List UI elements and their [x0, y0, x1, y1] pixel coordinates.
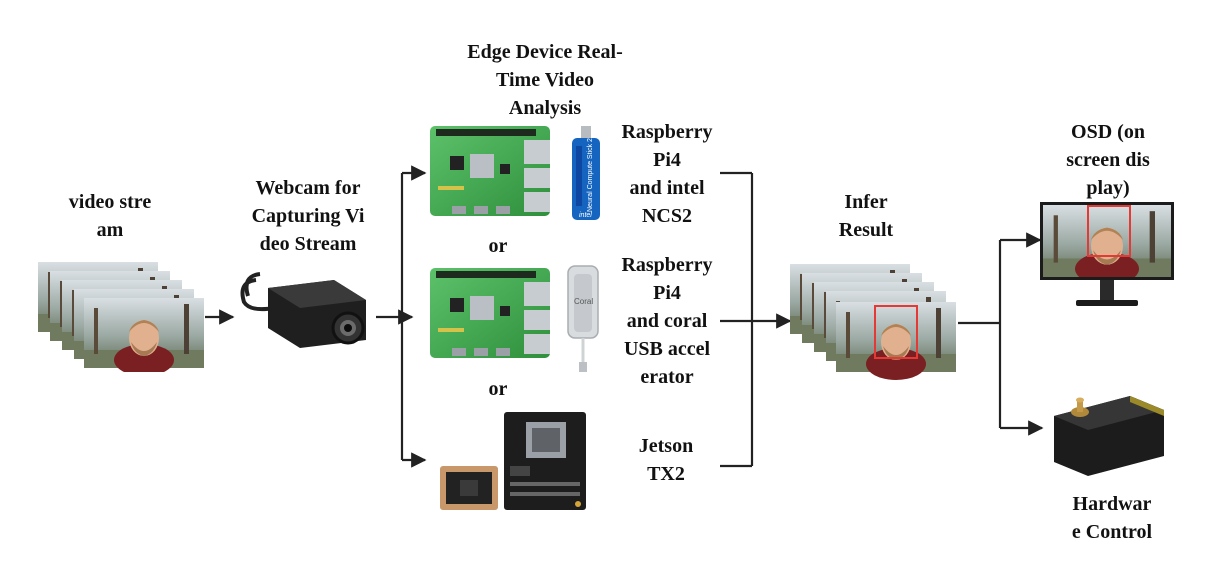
face-detection-box — [874, 305, 918, 359]
ncs-stick-label: Neural Compute Stick 2 — [587, 138, 594, 212]
video-frame-stack-icon — [38, 262, 204, 372]
infer-result-frame-stack-icon — [790, 264, 956, 380]
edge-device-title: Edge Device Real- Time Video Analysis — [467, 41, 623, 119]
monitor-icon — [1040, 202, 1174, 306]
usb-webcam-icon — [240, 272, 366, 348]
raspberry-pi-board-icon — [430, 126, 550, 216]
hardware-control-label: Hardwar e Control — [1071, 493, 1153, 543]
or-label-1: or — [488, 235, 508, 257]
raspberry-pi-board-icon — [430, 268, 550, 358]
rpi-coral-label: Raspberry Pi4 and coral USB accel erator — [621, 254, 713, 388]
intel-logo: intel — [579, 212, 592, 219]
jetson-label: Jetson TX2 — [638, 435, 694, 485]
video-stream-label: video stre am — [68, 191, 152, 241]
infer-result-label: Infer Result — [838, 191, 894, 241]
or-label-2: or — [488, 378, 508, 400]
jetson-tx2-board-icon — [440, 412, 586, 510]
servo-motor-icon — [1054, 396, 1164, 476]
webcam-label: Webcam for Capturing Vi deo Stream — [251, 177, 365, 255]
intel-ncs2-stick-icon: Neural Compute Stick 2 intel — [572, 126, 600, 220]
osd-label: OSD (on screen dis play) — [1066, 121, 1150, 199]
osd-face-detection-box — [1087, 205, 1131, 257]
rpi-ncs2-label: Raspberry Pi4 and intel NCS2 — [621, 121, 713, 227]
coral-logo: Coral — [574, 297, 593, 306]
coral-usb-accelerator-icon: Coral — [567, 265, 599, 372]
